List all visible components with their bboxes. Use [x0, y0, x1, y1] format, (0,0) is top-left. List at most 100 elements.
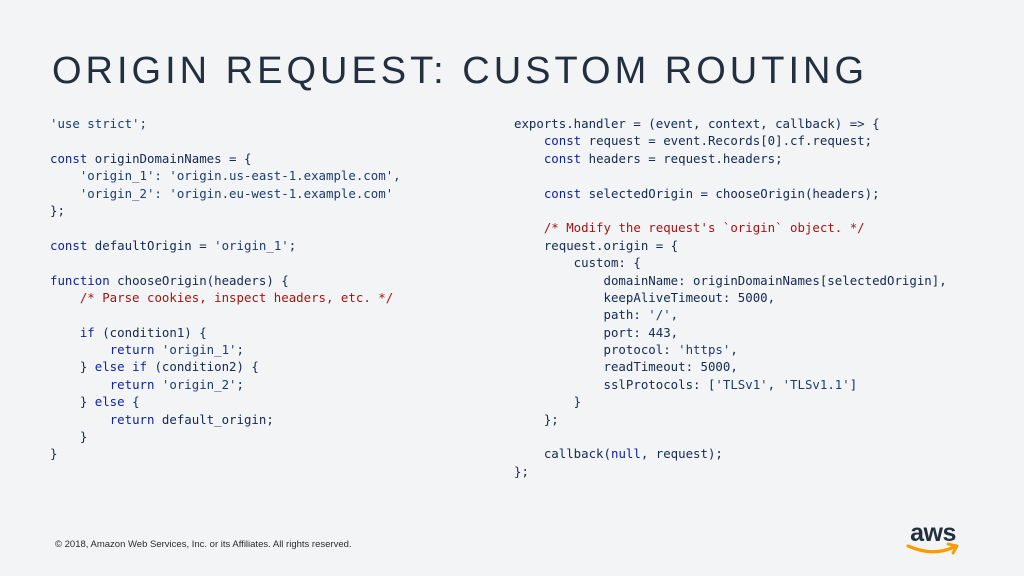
- code-text: headers = request.headers;: [581, 150, 783, 166]
- code-text: defaultOrigin =: [87, 237, 215, 253]
- code-keyword: else if: [94, 359, 147, 375]
- code-text: (condition2) {: [146, 359, 259, 375]
- code-text: '/': [648, 307, 671, 323]
- code-line: }: [514, 393, 947, 410]
- aws-smile-icon: [906, 542, 959, 555]
- code-line: }: [50, 445, 401, 462]
- code-text: ;: [288, 237, 297, 253]
- code-text: [50, 342, 110, 357]
- code-line: keepAliveTimeout: 5000,: [514, 289, 947, 306]
- code-text: readTimeout: 5000,: [514, 359, 738, 375]
- code-line: };: [50, 202, 401, 219]
- code-text: [50, 377, 110, 392]
- code-line: const request = event.Records[0].cf.requ…: [514, 132, 947, 149]
- code-line: };: [514, 463, 947, 480]
- code-line: /* Parse cookies, inspect headers, etc. …: [50, 289, 401, 306]
- code-line: const originDomainNames = {: [50, 150, 401, 167]
- code-text: [50, 325, 80, 340]
- code-text: originDomainNames = {: [87, 150, 252, 166]
- code-text: request.origin = {: [514, 237, 679, 253]
- code-line: [50, 132, 401, 149]
- code-keyword: const: [543, 150, 582, 166]
- code-keyword: null: [610, 446, 641, 462]
- code-text: 'TLSv1': [715, 376, 768, 392]
- code-line: return default_origin;: [50, 411, 401, 428]
- code-text: ;: [236, 342, 244, 358]
- code-keyword: const: [543, 133, 582, 149]
- code-text: domainName: originDomainNames[selectedOr…: [514, 272, 947, 288]
- code-text: 'origin_1': 'origin.us-east-1.example.co…: [50, 168, 401, 184]
- code-text: ,: [767, 376, 783, 392]
- code-keyword: if: [79, 324, 95, 340]
- code-line: /* Modify the request's `origin` object.…: [514, 219, 947, 236]
- code-keyword: else: [94, 394, 125, 410]
- code-block-right: exports.handler = (event, context, callb…: [514, 115, 947, 480]
- code-line: [50, 219, 401, 236]
- code-keyword: return: [109, 411, 155, 427]
- code-text: ;: [236, 376, 244, 392]
- code-text: [514, 133, 544, 148]
- code-text: }: [50, 394, 95, 410]
- code-text: exports.handler = (event, context, callb…: [514, 116, 880, 131]
- code-line: if (condition1) {: [50, 324, 401, 341]
- code-text: path:: [514, 307, 649, 323]
- code-line: exports.handler = (event, context, callb…: [514, 115, 947, 132]
- code-keyword: return: [109, 376, 155, 392]
- code-text: 'use strict';: [50, 116, 147, 131]
- code-text: ,: [730, 342, 738, 358]
- code-text: port: 443,: [514, 324, 679, 340]
- code-text: 'origin_1': [161, 342, 237, 358]
- code-line: [514, 202, 947, 219]
- code-text: 'https': [678, 342, 731, 358]
- code-line: [514, 428, 947, 445]
- code-line: function chooseOrigin(headers) {: [50, 272, 401, 289]
- code-keyword: const: [50, 150, 88, 166]
- code-line: [514, 167, 947, 184]
- code-text: default_origin;: [154, 411, 274, 427]
- code-line: 'use strict';: [50, 115, 401, 132]
- code-line: 'origin_1': 'origin.us-east-1.example.co…: [50, 167, 401, 184]
- code-line: domainName: originDomainNames[selectedOr…: [514, 272, 947, 289]
- code-line: [50, 254, 401, 271]
- code-text: };: [514, 463, 529, 479]
- code-comment: /* Parse cookies, inspect headers, etc. …: [79, 289, 394, 305]
- code-text: [154, 342, 161, 357]
- code-text: };: [514, 411, 559, 427]
- code-text: }: [50, 429, 88, 445]
- code-text: [154, 377, 161, 392]
- code-line: custom: {: [514, 254, 947, 271]
- code-text: };: [50, 202, 65, 218]
- code-text: [50, 412, 110, 427]
- code-text: 'origin_2': [161, 376, 237, 392]
- code-keyword: const: [543, 185, 582, 201]
- code-text: selectedOrigin = chooseOrigin(headers);: [581, 185, 880, 201]
- code-line: callback(null, request);: [514, 445, 947, 462]
- code-text: ,: [670, 307, 679, 323]
- code-text: }: [50, 359, 95, 375]
- code-text: 'origin_1': [214, 237, 289, 253]
- code-text: callback(: [514, 446, 611, 462]
- code-text: }: [50, 446, 58, 462]
- code-line: const headers = request.headers;: [514, 150, 947, 167]
- code-text: 'TLSv1.1': [782, 376, 850, 392]
- code-line: sslProtocols: ['TLSv1', 'TLSv1.1']: [514, 376, 947, 393]
- code-text: sslProtocols: [: [514, 376, 716, 392]
- code-text: 'origin_2': 'origin.eu-west-1.example.co…: [50, 185, 394, 201]
- code-text: request = event.Records[0].cf.request;: [581, 133, 873, 149]
- code-text: [514, 151, 544, 166]
- code-line: } else {: [50, 393, 401, 410]
- code-text: [50, 290, 80, 305]
- slide-title: ORIGIN REQUEST: CUSTOM ROUTING: [52, 50, 869, 92]
- aws-logo: aws: [905, 520, 963, 560]
- code-keyword: function: [50, 272, 110, 288]
- code-line: return 'origin_2';: [50, 376, 401, 393]
- code-block-left: 'use strict'; const originDomainNames = …: [50, 115, 401, 463]
- code-line: const defaultOrigin = 'origin_1';: [50, 237, 401, 254]
- code-text: custom: {: [514, 255, 641, 271]
- code-text: keepAliveTimeout: 5000,: [514, 289, 776, 305]
- code-text: {: [124, 394, 140, 410]
- code-line: protocol: 'https',: [514, 341, 947, 358]
- code-text: ]: [849, 376, 858, 392]
- code-line: request.origin = {: [514, 237, 947, 254]
- copyright-footer: © 2018, Amazon Web Services, Inc. or its…: [55, 539, 352, 550]
